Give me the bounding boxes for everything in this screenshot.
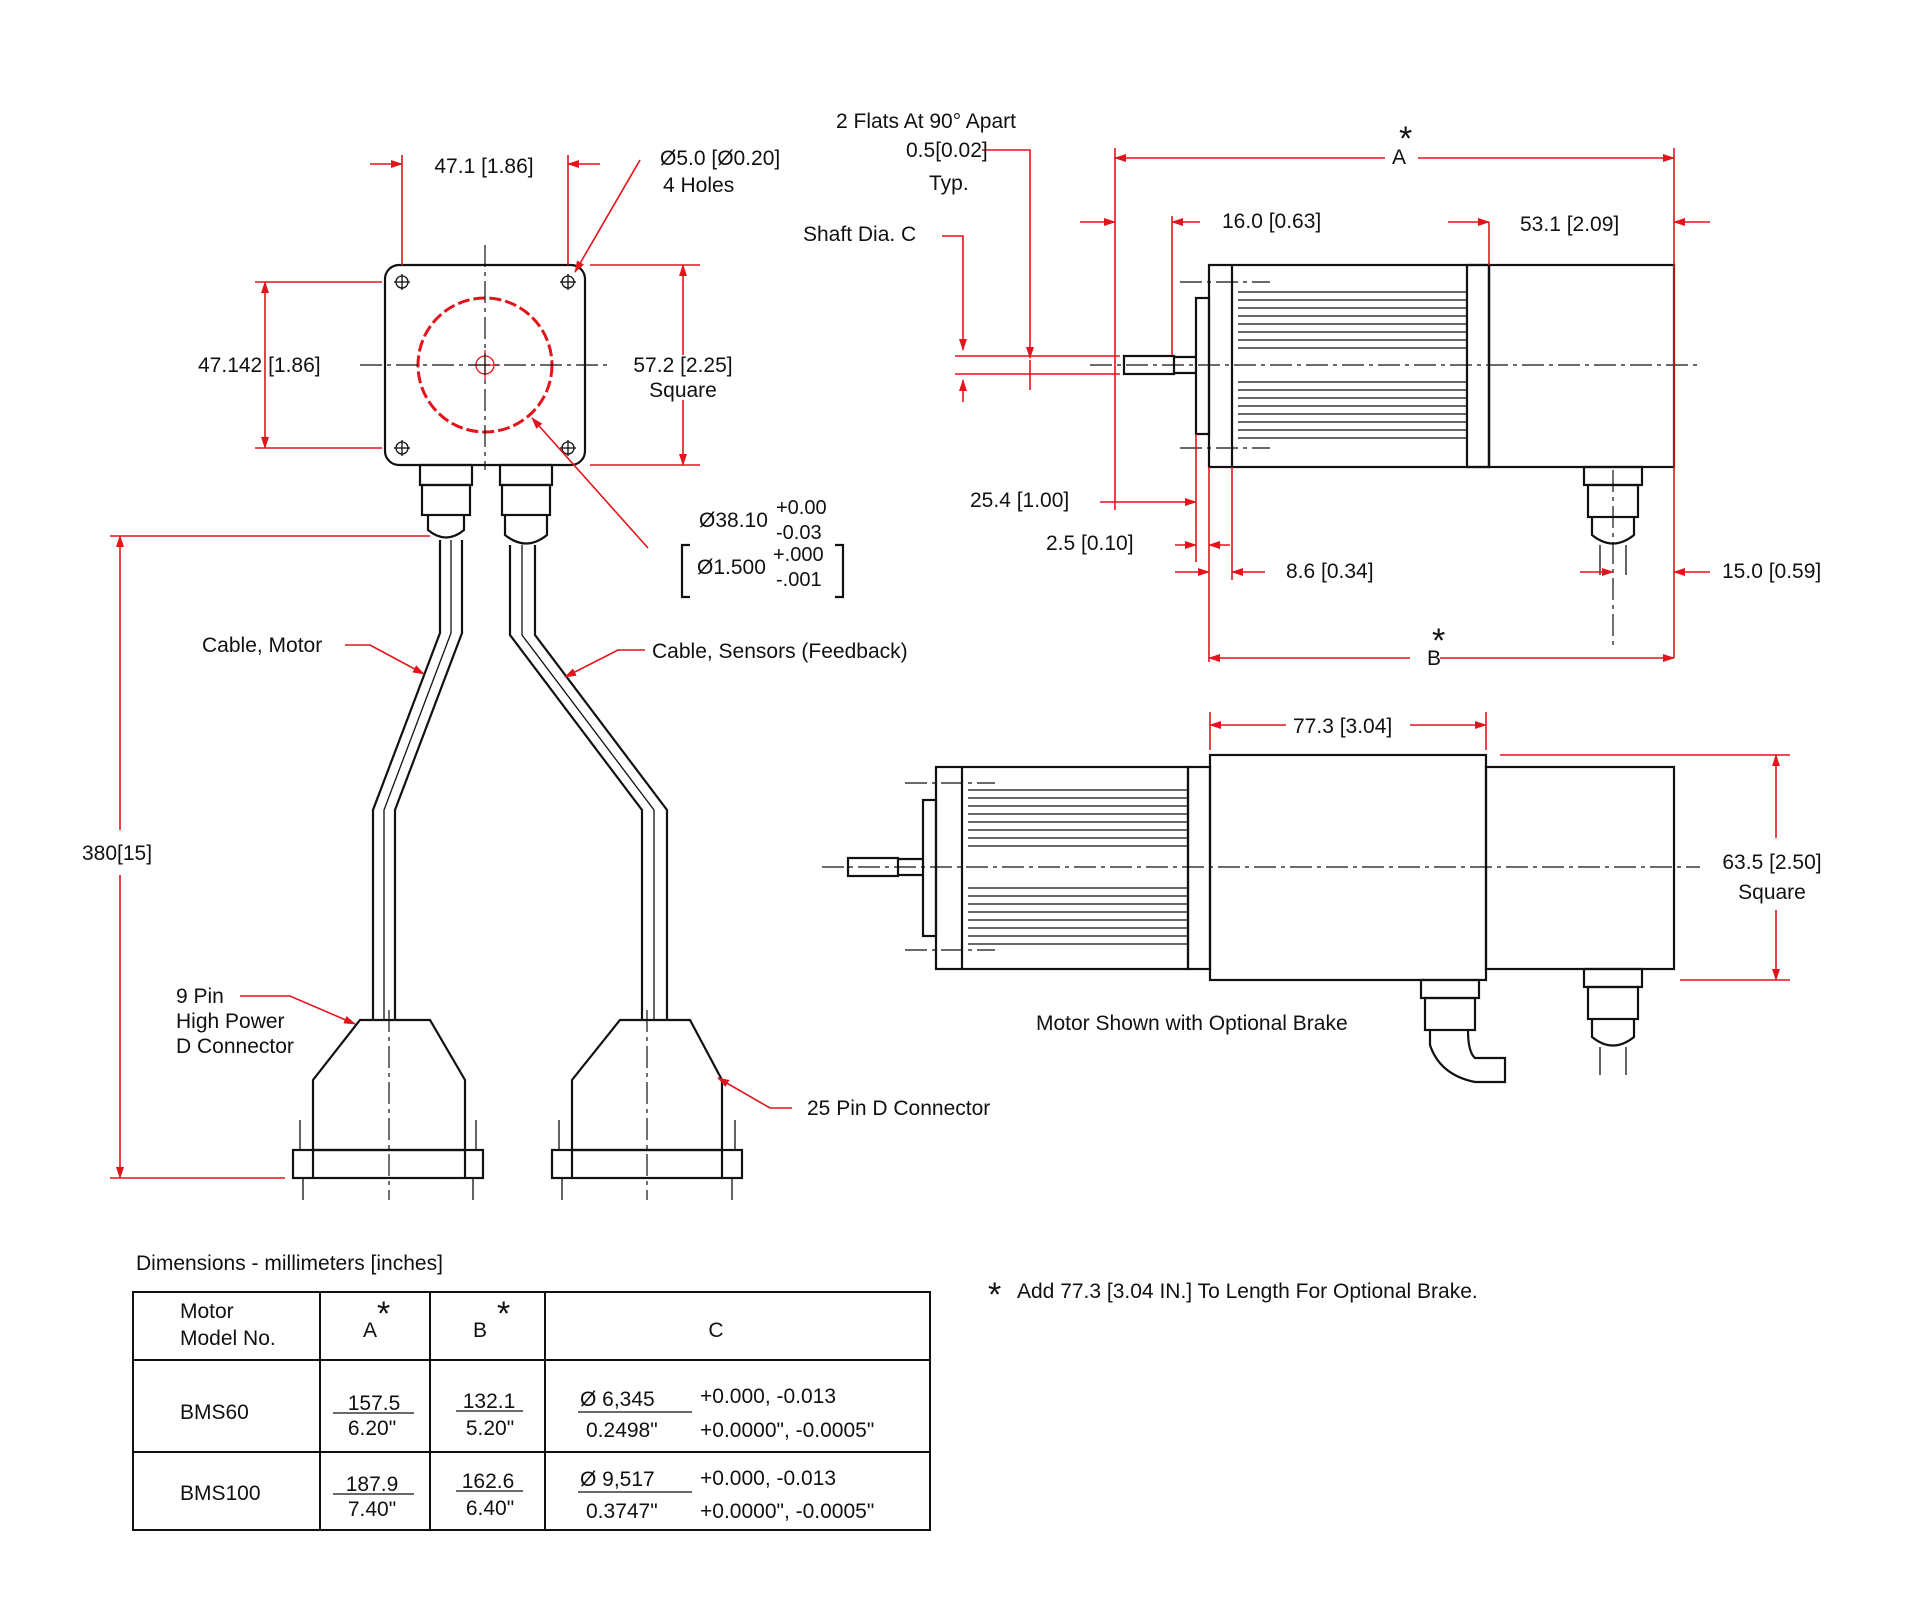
table-row: BMS100 187.9 7.40" 162.6 6.40" Ø 9,517 0… bbox=[180, 1467, 874, 1523]
dim-15-label: 15.0 [0.59] bbox=[1722, 560, 1821, 583]
motor-body bbox=[1207, 263, 1491, 469]
side-view: 2 Flats At 90° Apart 0.5[0.02] Typ. Shaf… bbox=[803, 110, 1821, 670]
dim-b-label: B bbox=[1427, 647, 1441, 670]
row-c-mm: Ø 9,517 bbox=[580, 1468, 655, 1491]
end-view-dimensions bbox=[110, 155, 792, 1179]
row-model: BMS60 bbox=[180, 1401, 249, 1424]
dim-77-label: 77.3 [3.04] bbox=[1293, 715, 1392, 738]
pilot-dia-mm: Ø38.10 bbox=[699, 509, 768, 532]
side-cable-gland bbox=[1582, 465, 1644, 650]
flats-line2: 0.5[0.02] bbox=[906, 139, 988, 162]
dim-a-label: A bbox=[1392, 146, 1406, 169]
mount-spacing-left-label: 47.142 [1.86] bbox=[198, 354, 321, 377]
header-a: A bbox=[363, 1319, 377, 1342]
square-dim-line1: 57.2 [2.25] bbox=[633, 354, 732, 377]
connector-9pin bbox=[291, 1010, 485, 1200]
cable-glands bbox=[418, 463, 554, 545]
hole-callout-line1: Ø5.0 [Ø0.20] bbox=[660, 147, 780, 170]
header-a-star: * bbox=[377, 1295, 390, 1333]
brake-view: 77.3 [3.04] 63.5 [2.50] Square Motor Sho… bbox=[822, 712, 1822, 1084]
row-c-in: 0.2498" bbox=[586, 1419, 658, 1442]
row-c-tol-mm: +0.000, -0.013 bbox=[700, 1385, 836, 1408]
hole-callout-line2: 4 Holes bbox=[663, 174, 734, 197]
mount-spacing-top-label: 47.1 [1.86] bbox=[434, 155, 533, 178]
row-a-in: 7.40" bbox=[348, 1498, 396, 1521]
cooling-fins bbox=[1238, 291, 1467, 439]
cables bbox=[371, 540, 669, 1020]
flats-line1: 2 Flats At 90° Apart bbox=[836, 110, 1016, 133]
row-c-tol-in: +0.0000", -0.0005" bbox=[700, 1419, 874, 1442]
row-c-in: 0.3747" bbox=[586, 1500, 658, 1523]
connector-25pin bbox=[550, 1010, 744, 1200]
square-dim-line2: Square bbox=[649, 379, 717, 402]
note-text: Add 77.3 [3.04 IN.] To Length For Option… bbox=[1017, 1280, 1478, 1303]
row-b-mm: 162.6 bbox=[462, 1470, 515, 1493]
dim-16-label: 16.0 [0.63] bbox=[1222, 210, 1321, 233]
pilot-boss bbox=[1194, 296, 1211, 436]
end-view: 47.1 [1.86] Ø5.0 [Ø0.20] 4 Holes 47.142 … bbox=[82, 147, 990, 1200]
row-b-in: 5.20" bbox=[466, 1417, 514, 1440]
row-a-mm: 157.5 bbox=[348, 1392, 401, 1415]
header-c: C bbox=[708, 1319, 723, 1342]
pilot-tol-mm-plus: +0.00 bbox=[776, 497, 827, 519]
table-caption: Dimensions - millimeters [inches] bbox=[136, 1252, 443, 1275]
dim-2-5-label: 2.5 [0.10] bbox=[1046, 532, 1134, 555]
note-star: * bbox=[988, 1276, 1001, 1314]
brake-view-dimensions bbox=[1209, 712, 1790, 981]
pilot-tol-mm-minus: -0.03 bbox=[776, 522, 822, 544]
connector-9pin-line2: High Power bbox=[176, 1010, 285, 1033]
cable-length-label: 380[15] bbox=[82, 842, 152, 865]
brake-cooling-fins bbox=[968, 789, 1188, 945]
dim-25-label: 25.4 [1.00] bbox=[970, 489, 1069, 512]
mounting-holes bbox=[394, 274, 576, 456]
brake-caption: Motor Shown with Optional Brake bbox=[1036, 1012, 1348, 1035]
brake-cable-glands bbox=[1419, 967, 1644, 1084]
row-c-tol-in: +0.0000", -0.0005" bbox=[700, 1500, 874, 1523]
brake-note: * Add 77.3 [3.04 IN.] To Length For Opti… bbox=[988, 1276, 1478, 1314]
pilot-tol-in-plus: +.000 bbox=[773, 544, 824, 566]
row-b-in: 6.40" bbox=[466, 1497, 514, 1520]
table-row: BMS60 157.5 6.20" 132.1 5.20" Ø 6,345 0.… bbox=[180, 1385, 874, 1442]
header-model-line2: Model No. bbox=[180, 1327, 276, 1350]
connector-9pin-line1: 9 Pin bbox=[176, 985, 224, 1008]
row-c-tol-mm: +0.000, -0.013 bbox=[700, 1467, 836, 1490]
header-b-star: * bbox=[497, 1295, 510, 1333]
dim-8-6-label: 8.6 [0.34] bbox=[1286, 560, 1374, 583]
dim-b-star: * bbox=[1432, 622, 1445, 660]
pilot-dia-in: Ø1.500 bbox=[697, 556, 766, 579]
dim-63-line2: Square bbox=[1738, 881, 1806, 904]
flats-line3: Typ. bbox=[929, 172, 969, 195]
row-a-in: 6.20" bbox=[348, 1417, 396, 1440]
connector-9pin-line3: D Connector bbox=[176, 1035, 294, 1058]
row-b-mm: 132.1 bbox=[463, 1390, 516, 1413]
brake-motor-body bbox=[934, 765, 1190, 971]
side-view-dimensions bbox=[942, 148, 1710, 662]
connector-25pin-label: 25 Pin D Connector bbox=[807, 1097, 990, 1120]
dim-63-line1: 63.5 [2.50] bbox=[1722, 851, 1821, 874]
row-c-mm: Ø 6,345 bbox=[580, 1388, 655, 1411]
brake-feedback-housing bbox=[1484, 765, 1676, 971]
shaft-dia-label: Shaft Dia. C bbox=[803, 223, 916, 246]
feedback-housing bbox=[1487, 263, 1676, 469]
cable-motor-label: Cable, Motor bbox=[202, 634, 322, 657]
dimension-table: Dimensions - millimeters [inches] Motor … bbox=[132, 1252, 931, 1531]
row-a-mm: 187.9 bbox=[346, 1473, 399, 1496]
dim-a-star: * bbox=[1399, 120, 1412, 158]
header-b: B bbox=[473, 1319, 487, 1342]
dim-53-label: 53.1 [2.09] bbox=[1520, 213, 1619, 236]
row-model: BMS100 bbox=[180, 1482, 261, 1505]
pilot-tol-in-minus: -.001 bbox=[776, 569, 822, 591]
header-model-line1: Motor bbox=[180, 1300, 234, 1323]
cable-sensors-label: Cable, Sensors (Feedback) bbox=[652, 640, 908, 663]
